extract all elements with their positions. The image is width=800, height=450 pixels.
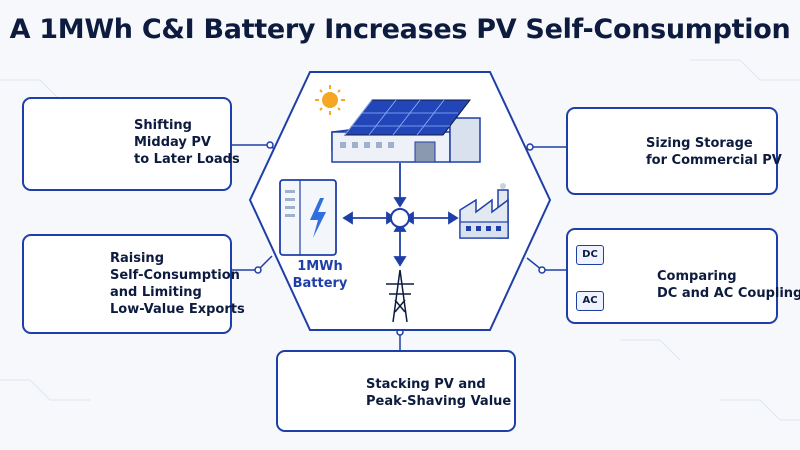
sun-icon (315, 85, 345, 115)
card-stacking-line2: Peak-Shaving Value (366, 394, 512, 409)
card-raising-line3: and Limiting (110, 285, 202, 300)
card-raising-line2: Self-Consumption (110, 268, 240, 283)
battery-label: 1MWh Battery (290, 258, 350, 292)
hub-node (390, 208, 410, 228)
transmission-tower-icon (386, 269, 414, 323)
solar-building-icon (331, 99, 481, 163)
card-raising-self-consumption: Raising Self-Consumption and Limiting Lo… (22, 234, 245, 334)
page-title: A 1MWh C&I Battery Increases PV Self-Con… (9, 14, 791, 45)
card-raising-line4: Low-Value Exports (110, 302, 245, 317)
card-stacking-line1: Stacking PV and (366, 377, 486, 392)
battery-label-line2: Battery (292, 276, 348, 291)
card-stacking-value: Stacking PV and Peak-Shaving Value (276, 350, 516, 432)
card-shifting-line2: Midday PV (134, 135, 211, 150)
battery-cabinet-icon (279, 179, 337, 256)
card-comparing-line2: DC and AC Coupling (657, 286, 800, 301)
card-comparing-text: Comparing DC and AC Coupling (657, 268, 800, 302)
dc-tag: DC (576, 245, 604, 265)
card-sizing-text: Sizing Storage for Commercial PV (646, 135, 782, 169)
card-raising-text: Raising Self-Consumption and Limiting Lo… (110, 250, 245, 318)
card-shifting-text: Shifting Midday PV to Later Loads (134, 117, 240, 168)
ac-tag: AC (576, 291, 604, 311)
card-sizing-line2: for Commercial PV (646, 153, 782, 168)
card-stacking-text: Stacking PV and Peak-Shaving Value (366, 376, 511, 410)
card-shifting-midday-pv: Shifting Midday PV to Later Loads (22, 97, 240, 191)
card-shifting-line1: Shifting (134, 118, 192, 133)
card-shifting-line3: to Later Loads (134, 152, 240, 167)
factory-icon (459, 183, 509, 239)
card-comparing-coupling: DC AC Comparing DC and AC Coupling (566, 228, 800, 324)
battery-label-line1: 1MWh (297, 259, 343, 274)
card-sizing-line1: Sizing Storage (646, 136, 753, 151)
card-raising-line1: Raising (110, 251, 164, 266)
connector-nodes (254, 141, 546, 336)
card-comparing-line1: Comparing (657, 269, 737, 284)
card-sizing-storage: Sizing Storage for Commercial PV (566, 107, 782, 195)
